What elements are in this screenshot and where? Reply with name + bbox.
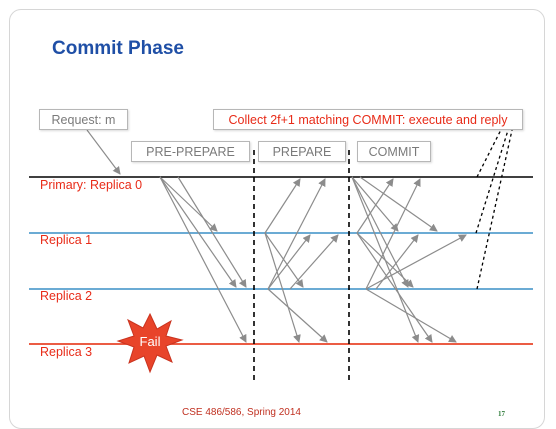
phase-prepare: PREPARE [258,141,346,162]
prepare-messages [264,178,339,343]
pre-prepare-messages [159,176,247,343]
slide-footer: CSE 486/586, Spring 2014 [182,407,301,418]
page-number: 17 [498,410,505,418]
slide-title: Commit Phase [52,38,184,59]
fail-burst-icon: Fail [116,312,184,374]
replica-label-3: Replica 3 [40,345,93,359]
phase-pre-prepare: PRE-PREPARE [131,141,250,162]
fail-label: Fail [140,334,161,349]
replica-label-2: Replica 2 [40,289,93,303]
request-arrow [86,129,121,175]
replica-label-primary: Primary: Replica 0 [40,178,143,192]
phase-commit: COMMIT [357,141,431,162]
request-box: Request: m [39,109,128,130]
commit-messages [351,176,467,343]
replica-label-1: Replica 1 [40,233,93,247]
collect-commit-box: Collect 2f+1 matching COMMIT: execute an… [213,109,523,130]
reply-arrows [475,109,519,290]
